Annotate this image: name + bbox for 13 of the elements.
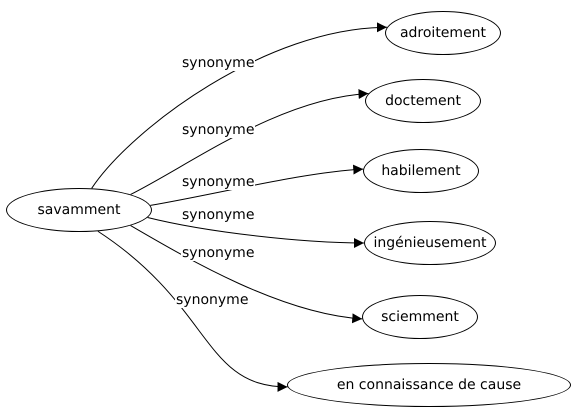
ellipse-node: sciemment [362,295,478,339]
arrow [130,90,369,195]
ellipse-node: savamment [6,188,152,232]
ellipse-node: adroitement [385,11,501,55]
ellipse-node: en connaissance de cause [287,363,571,407]
arrow [150,164,364,206]
arrow [97,230,288,392]
ellipse-node: doctement [365,79,481,123]
arrow [147,217,364,248]
arrow [130,225,363,323]
ellipse-node: habilement [363,149,479,193]
arrow [91,22,388,189]
ellipse-node: ingénieusement [364,221,496,265]
